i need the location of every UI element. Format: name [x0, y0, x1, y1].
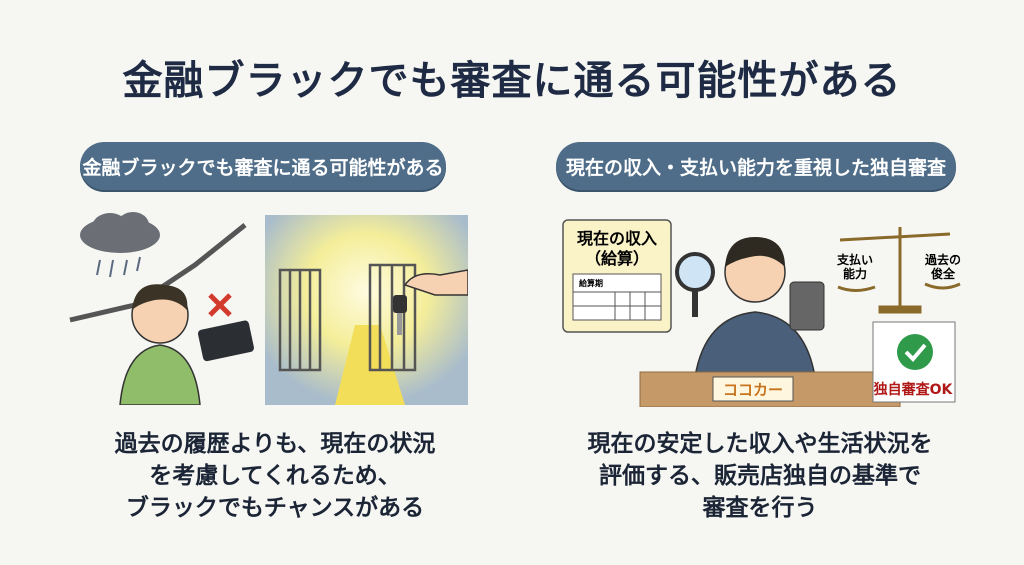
page-title: 金融ブラックでも審査に通る可能性がある: [122, 58, 902, 104]
scale-right-line1: 過去の: [924, 252, 961, 267]
income-sign-line1: 現在の収入: [577, 229, 657, 248]
check-icon: [897, 334, 933, 370]
right-caption-line: 現在の安定した収入や生活状況を: [587, 431, 933, 457]
balance-scale-icon: [837, 227, 961, 314]
rain-cloud-icon: [80, 212, 160, 278]
left-caption-line: ブラックでもチャンスがある: [125, 495, 425, 521]
scale-left-line2: 能力: [843, 266, 867, 281]
key-icon: [393, 295, 407, 335]
open-gate-illustration: [265, 215, 468, 405]
right-caption-line: 審査を行う: [702, 495, 818, 521]
credit-card-icon: [197, 320, 254, 362]
magnifying-glass-icon: [675, 252, 715, 317]
payslip-label: 給算期: [579, 278, 603, 288]
income-sign-line2: （給算）: [585, 249, 649, 268]
red-x-icon: [208, 293, 232, 317]
nameplate: ココカー: [723, 381, 783, 399]
approval-stamp-text: 独自審査OK: [874, 381, 954, 398]
right-caption-line: 評価する、販売店独自の基準で: [599, 463, 921, 489]
left-caption-line: 過去の履歴よりも、現在の状況: [114, 431, 436, 457]
worried-person-illustration: [69, 212, 254, 405]
dealer-examination-illustration: 現在の収入 （給算） 給算期 ココカー 支払い 能力 過去の 俊全 独自審査OK: [562, 219, 961, 407]
scale-left-line1: 支払い: [836, 252, 873, 267]
left-section-header: 金融ブラックでも審査に通る可能性がある: [80, 142, 446, 190]
left-caption: 過去の履歴よりも、現在の状況 を考慮してくれるため、 ブラックでもチャンスがある: [60, 428, 490, 524]
hand-icon: [403, 269, 468, 296]
right-section-header: 現在の収入・支払い能力を重視した独自審査: [556, 142, 956, 190]
left-caption-line: を考慮してくれるため、: [149, 463, 401, 489]
scale-right-line2: 俊全: [931, 266, 956, 281]
right-caption: 現在の安定した収入や生活状況を 評価する、販売店独自の基準で 審査を行う: [545, 428, 975, 524]
calculator-icon: [789, 281, 825, 331]
